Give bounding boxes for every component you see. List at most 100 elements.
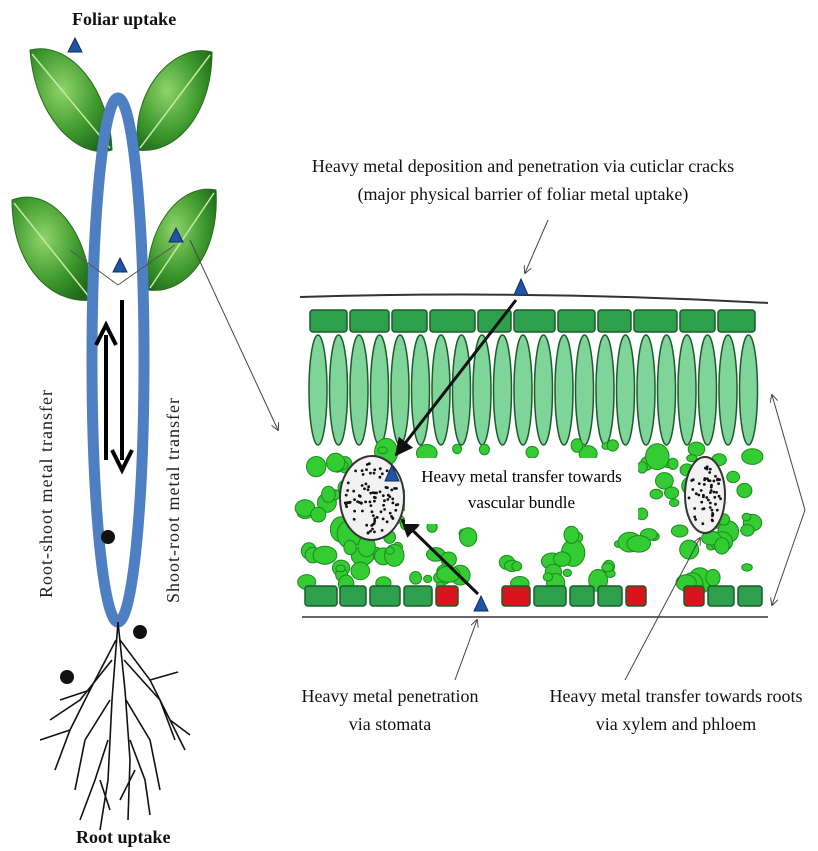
roots-label-line1: Heavy metal transfer towards roots	[535, 686, 817, 708]
spongy-cell	[479, 444, 489, 455]
xylem-dot	[349, 501, 352, 504]
vascular-label-line1: Heavy metal transfer towards	[405, 464, 638, 490]
palisade-cell	[494, 335, 512, 445]
xylem-dot	[709, 502, 712, 505]
spongy-cell	[307, 457, 326, 477]
xylem-dot	[371, 510, 374, 513]
xylem-dot	[390, 489, 393, 492]
epidermis-cell	[708, 586, 734, 606]
epidermis-cell	[404, 586, 432, 606]
spongy-cell	[386, 547, 394, 554]
xylem-dot	[354, 470, 357, 473]
xylem-dot	[364, 501, 367, 504]
spongy-cell	[336, 565, 345, 572]
xylem-dot	[352, 490, 355, 493]
cuticle-label-line1: Heavy metal deposition and penetration v…	[298, 156, 748, 178]
xylem-dot	[386, 520, 389, 523]
triangle-marker-icon	[514, 279, 528, 295]
xylem-dot	[373, 531, 376, 534]
epidermis-cell	[558, 310, 595, 332]
xylem-dot	[379, 490, 382, 493]
epidermis-cell	[680, 310, 715, 332]
xylem-dot	[366, 463, 369, 466]
xylem-dot	[700, 501, 703, 504]
xylem-dot	[714, 503, 717, 506]
xylem-dot	[367, 485, 370, 488]
xylem-dot	[379, 467, 382, 470]
xylem-dot	[709, 468, 712, 471]
root-shoot-label: Root-shoot metal transfer	[36, 389, 57, 598]
triangle-marker-icon	[474, 596, 488, 611]
xylem-dot	[362, 473, 365, 476]
epidermis-cell	[738, 586, 762, 606]
xylem-dot	[386, 498, 389, 501]
spongy-cell	[313, 546, 337, 564]
xylem-dot	[372, 514, 375, 517]
spongy-cell	[737, 483, 752, 497]
spongy-cell	[453, 444, 462, 454]
upper-epidermis	[310, 310, 755, 332]
xylem-dot	[711, 512, 714, 515]
root-uptake-label: Root uptake	[76, 827, 171, 849]
xylem-dot	[705, 496, 708, 499]
xylem-dot	[691, 488, 694, 491]
xylem-dot	[383, 508, 386, 511]
palisade-cell	[576, 335, 594, 445]
palisade-cell	[412, 335, 430, 445]
xylem-dot	[367, 532, 370, 535]
spongy-cell	[741, 525, 754, 537]
xylem-dot	[346, 489, 349, 492]
spongy-cell	[378, 447, 387, 454]
spongy-cell	[410, 572, 422, 585]
spongy-cell	[602, 563, 613, 572]
xylem-dot	[698, 482, 701, 485]
xylem-dot	[716, 479, 719, 482]
palisade-cell	[678, 335, 696, 445]
epidermis-cell	[310, 310, 347, 332]
epidermis-cell	[598, 586, 622, 606]
xylem-dot	[361, 510, 364, 513]
epidermis-cell	[718, 310, 755, 332]
epidermis-cell	[305, 586, 337, 606]
palisade-cell	[309, 335, 327, 445]
xylem-dot	[383, 499, 386, 502]
spongy-cell	[671, 525, 688, 537]
xylem-dot	[369, 501, 372, 504]
xylem-dot	[381, 529, 384, 532]
palisade-cell	[453, 335, 471, 445]
xylem-dot	[386, 469, 389, 472]
palisade-cell	[555, 335, 573, 445]
xylem-dot	[716, 509, 719, 512]
spongy-cell	[344, 540, 356, 554]
roots-transfer-label: Heavy metal transfer towards roots via x…	[535, 686, 817, 735]
xylem-dot	[388, 495, 391, 498]
xylem-dot	[706, 465, 709, 468]
xylem-dot	[373, 492, 376, 495]
xylem-dot	[703, 507, 706, 510]
epidermis-cell	[340, 586, 366, 606]
cuticle-label: Heavy metal deposition and penetration v…	[298, 156, 748, 205]
xylem-dot	[714, 475, 717, 478]
xylem-dot	[359, 495, 362, 498]
xylem-dot	[711, 509, 714, 512]
xylem-dot	[376, 516, 379, 519]
xylem-dot	[373, 468, 376, 471]
guard-cell	[626, 586, 646, 606]
xylem-dot	[702, 494, 705, 497]
xylem-dot	[369, 530, 372, 533]
epidermis-cell	[634, 310, 677, 332]
lower-epidermis	[305, 586, 762, 606]
epidermis-cell	[392, 310, 427, 332]
spongy-cell	[637, 462, 647, 473]
xylem-dot	[697, 494, 700, 497]
xylem-dot	[353, 498, 356, 501]
xylem-dot	[709, 479, 712, 482]
spongy-cell	[742, 513, 751, 521]
xylem-dot	[709, 491, 712, 494]
xylem-dot	[382, 494, 385, 497]
xylem-dot	[708, 471, 711, 474]
xylem-dot	[717, 482, 720, 485]
spongy-cell	[650, 489, 663, 499]
palisade-cell	[719, 335, 737, 445]
stomata-label-line2: via stomata	[270, 714, 510, 736]
